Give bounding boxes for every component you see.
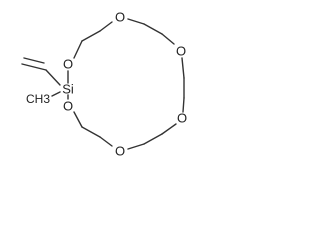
- molecule-diagram: O O O O O O Si CH3: [21, 10, 187, 159]
- oxygen-atom-label: O: [115, 10, 125, 25]
- bond-c-o4: [182, 97, 185, 113]
- oxygen-atom-label: O: [176, 44, 186, 59]
- bond-o4-c: [161, 123, 177, 135]
- bond-si-vinyl: [45, 69, 61, 86]
- bond-o2-c: [127, 18, 145, 25]
- bond-vinyl-double: [23, 57, 45, 64]
- bond-c-c1: [81, 30, 101, 42]
- oxygen-atom-label: O: [63, 99, 73, 114]
- bond-c-c2: [143, 23, 163, 35]
- bond-c-o6: [73, 111, 83, 128]
- oxygen-atom-label: O: [115, 144, 125, 159]
- methyl-group-label: CH3: [26, 92, 50, 106]
- bond-c-c5: [81, 126, 101, 138]
- bond-c-o2: [99, 21, 113, 32]
- oxygen-atom-label: O: [177, 111, 187, 126]
- silicon-atom-label: Si: [62, 82, 74, 97]
- bond-c-c4: [143, 133, 163, 145]
- bond-o1-c: [73, 40, 83, 59]
- bond-si-methyl: [51, 91, 61, 97]
- bond-vinyl-single: [21, 63, 47, 71]
- oxygen-atom-label: O: [63, 57, 73, 72]
- bond-o3-c: [181, 57, 185, 79]
- bond-c-o5: [127, 143, 145, 150]
- bond-c-o3: [161, 33, 175, 45]
- vinyl-group: [21, 57, 61, 86]
- ring-bonds: [67, 18, 185, 150]
- bond-o5-c: [99, 136, 113, 147]
